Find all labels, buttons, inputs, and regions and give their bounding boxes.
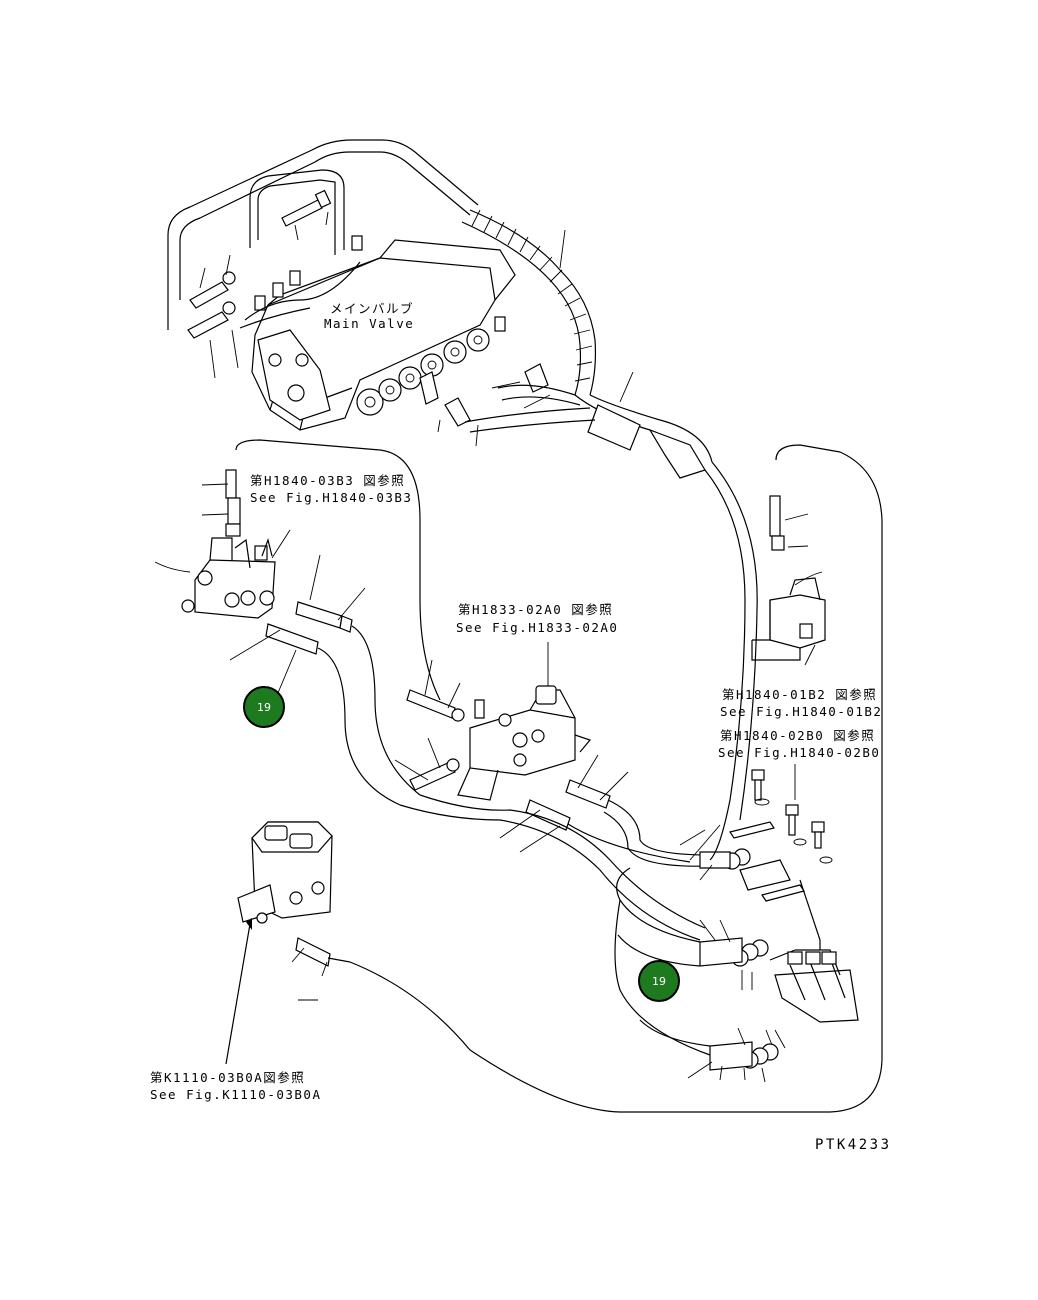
ref-h1840-01b2-jp: 第H1840-01B2 図参照 (722, 687, 877, 702)
callout-number: 19 (257, 701, 271, 714)
spiral-hose-guard (461, 209, 713, 479)
main-valve-label-en: Main Valve (324, 316, 414, 331)
ref-h1840-03b3-jp: 第H1840-03B3 図参照 (250, 473, 405, 488)
ref-h1833-02a0-jp: 第H1833-02A0 図参照 (458, 602, 613, 617)
callout-marker-19-right[interactable]: 19 (638, 960, 680, 1002)
ref-h1840-02b0-jp: 第H1840-02B0 図参照 (720, 728, 875, 743)
right-valve-assembly (469, 444, 883, 1113)
callout-marker-19-left[interactable]: 19 (243, 686, 285, 728)
center-right-hoses (399, 754, 711, 941)
ppc-valve-assembly (225, 821, 471, 1065)
left-block-hoses (229, 439, 441, 806)
ref-h1840-02b0-en: See Fig.H1840-02B0 (718, 745, 880, 760)
drawing-code: PTK4233 (815, 1137, 892, 1153)
callout-number: 19 (652, 975, 666, 988)
ref-k1110-03b0a-en: See Fig.K1110-03B0A (150, 1087, 322, 1102)
ref-h1840-03b3-en: See Fig.H1840-03B3 (250, 490, 412, 505)
main-valve-assembly (167, 139, 551, 447)
center-valve-block (394, 642, 592, 801)
left-valve-block (154, 469, 291, 619)
ref-k1110-03b0a-jp: 第K1110-03B0A図参照 (150, 1070, 305, 1085)
ref-h1840-01b2-en: See Fig.H1840-01B2 (720, 704, 882, 719)
ref-h1833-02a0-en: See Fig.H1833-02A0 (456, 620, 618, 635)
main-valve-label-jp: メインバルブ (330, 301, 414, 316)
